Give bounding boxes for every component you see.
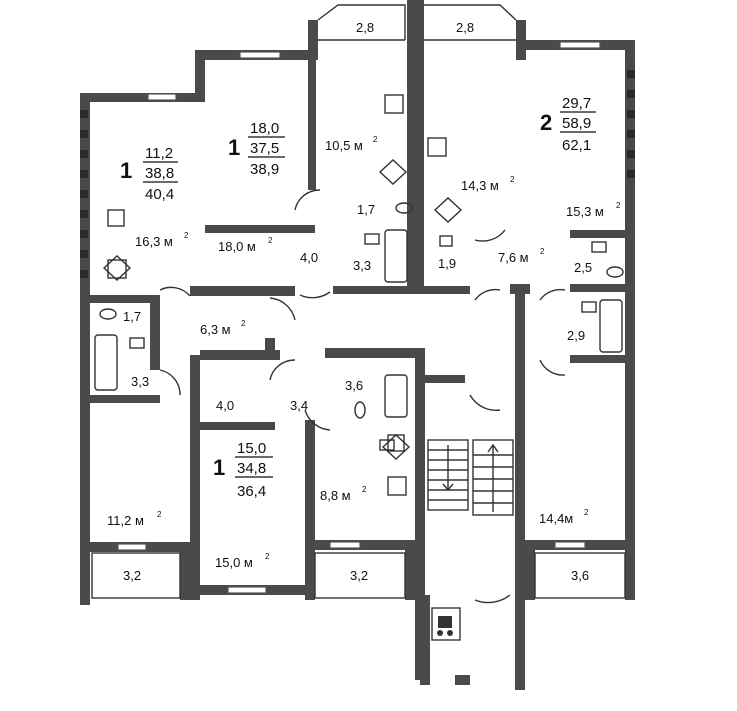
svg-text:10,5 м: 10,5 м bbox=[325, 138, 363, 153]
svg-text:1,9: 1,9 bbox=[438, 256, 456, 271]
svg-text:16,3 м: 16,3 м bbox=[135, 234, 173, 249]
svg-text:15,3 м: 15,3 м bbox=[566, 204, 604, 219]
svg-text:2: 2 bbox=[268, 236, 273, 245]
svg-text:2: 2 bbox=[184, 231, 189, 240]
svg-text:1,7: 1,7 bbox=[357, 202, 375, 217]
svg-text:2: 2 bbox=[241, 319, 246, 328]
svg-text:2,8: 2,8 bbox=[356, 20, 374, 35]
svg-text:15,0 м: 15,0 м bbox=[215, 555, 253, 570]
svg-text:2: 2 bbox=[373, 135, 378, 144]
svg-text:11,2: 11,2 bbox=[145, 145, 173, 162]
svg-text:2: 2 bbox=[540, 247, 545, 256]
svg-text:2: 2 bbox=[510, 175, 515, 184]
svg-text:58,9: 58,9 bbox=[562, 115, 591, 132]
svg-text:14,3 м: 14,3 м bbox=[461, 178, 499, 193]
svg-text:1,7: 1,7 bbox=[123, 309, 141, 324]
svg-text:2,9: 2,9 bbox=[567, 328, 585, 343]
svg-text:29,7: 29,7 bbox=[562, 95, 591, 112]
svg-text:1: 1 bbox=[228, 135, 240, 160]
svg-text:15,0: 15,0 bbox=[237, 440, 266, 457]
svg-text:62,1: 62,1 bbox=[562, 137, 591, 154]
svg-text:3,3: 3,3 bbox=[353, 258, 371, 273]
svg-text:34,8: 34,8 bbox=[237, 460, 266, 477]
svg-text:2: 2 bbox=[616, 201, 621, 210]
fixtures bbox=[94, 94, 624, 496]
apartment-label-center-bottom: 1 15,0 34,8 36,4 bbox=[213, 440, 273, 500]
svg-text:2: 2 bbox=[540, 110, 552, 135]
svg-text:2: 2 bbox=[584, 508, 589, 517]
svg-text:38,8: 38,8 bbox=[145, 165, 174, 182]
apartment-label-center-top: 1 18,0 37,5 38,9 bbox=[228, 120, 285, 178]
svg-text:6,3 м: 6,3 м bbox=[200, 322, 231, 337]
svg-text:3,4: 3,4 bbox=[290, 398, 308, 413]
apartment-label-right-top: 2 29,7 58,9 62,1 bbox=[540, 95, 596, 154]
svg-text:18,0 м: 18,0 м bbox=[218, 239, 256, 254]
svg-text:38,9: 38,9 bbox=[250, 161, 279, 178]
doors bbox=[159, 189, 566, 604]
svg-text:3,6: 3,6 bbox=[345, 378, 363, 393]
svg-text:1: 1 bbox=[213, 455, 225, 480]
svg-text:2: 2 bbox=[362, 485, 367, 494]
svg-text:2,5: 2,5 bbox=[574, 260, 592, 275]
svg-text:4,0: 4,0 bbox=[300, 250, 318, 265]
walls bbox=[80, 0, 635, 690]
svg-text:7,6 м: 7,6 м bbox=[498, 250, 529, 265]
svg-text:4,0: 4,0 bbox=[216, 398, 234, 413]
svg-text:14,4м: 14,4м bbox=[539, 511, 573, 526]
svg-text:3,3: 3,3 bbox=[131, 374, 149, 389]
balconies bbox=[91, 552, 626, 599]
stroller-icon bbox=[431, 607, 461, 641]
svg-text:11,2 м: 11,2 м bbox=[107, 513, 144, 528]
svg-text:3,2: 3,2 bbox=[350, 568, 368, 583]
svg-text:18,0: 18,0 bbox=[250, 120, 279, 137]
svg-text:37,5: 37,5 bbox=[250, 140, 279, 157]
apartment-label-left-top: 1 11,2 38,8 40,4 bbox=[120, 145, 178, 203]
svg-text:2: 2 bbox=[157, 510, 162, 519]
svg-text:8,8 м: 8,8 м bbox=[320, 488, 351, 503]
hatched-panels bbox=[80, 70, 635, 278]
svg-text:3,2: 3,2 bbox=[123, 568, 141, 583]
svg-text:1: 1 bbox=[120, 158, 132, 183]
windows bbox=[117, 41, 601, 594]
svg-text:40,4: 40,4 bbox=[145, 186, 174, 203]
svg-text:3,6: 3,6 bbox=[571, 568, 589, 583]
room-labels: 2,8 2,8 10,5 м 2 14,3 м 2 16,3 м 2 18,0 … bbox=[107, 20, 621, 583]
svg-text:2,8: 2,8 bbox=[456, 20, 474, 35]
svg-text:36,4: 36,4 bbox=[237, 483, 266, 500]
bay-windows bbox=[317, 4, 517, 41]
staircase bbox=[427, 439, 514, 516]
svg-text:2: 2 bbox=[265, 552, 270, 561]
